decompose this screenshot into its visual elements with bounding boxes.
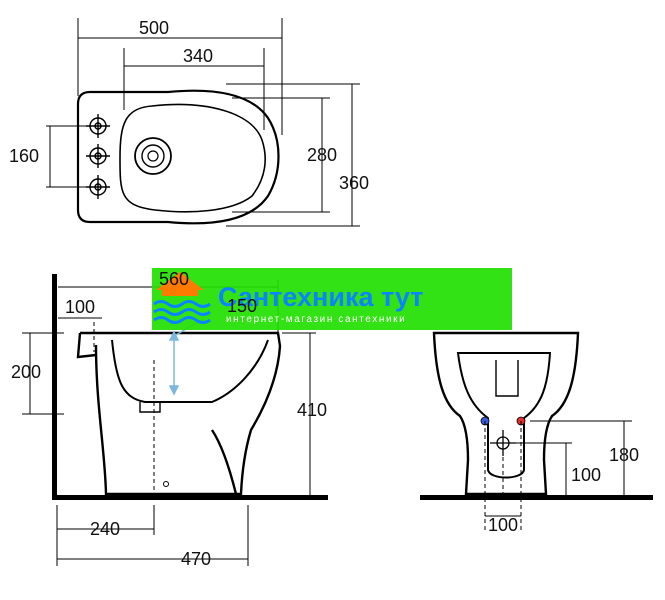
front-center-lines bbox=[484, 421, 522, 530]
brand-subtitle: интернет-магазин сантехники bbox=[226, 314, 406, 325]
supply-connectors bbox=[480, 416, 526, 426]
top-view: 500 340 160 280 360 bbox=[9, 18, 369, 227]
supply-spacing-label: 100 bbox=[488, 515, 518, 535]
rim-offset-label: 100 bbox=[65, 297, 95, 317]
brand-watermark: Сантехника тут интернет-магазин сантехни… bbox=[152, 268, 512, 330]
rim-clearance-label: 150 bbox=[227, 296, 257, 316]
depth-total-label: 360 bbox=[339, 173, 369, 193]
brand-banner-bg bbox=[152, 268, 512, 330]
height-total-label: 410 bbox=[297, 400, 327, 420]
front-view: 180 100 100 bbox=[420, 331, 653, 535]
projection-label: 560 bbox=[159, 269, 189, 289]
bidet-side-outline bbox=[76, 331, 282, 496]
bowl-inner-side bbox=[111, 339, 269, 403]
front-trap-neck bbox=[495, 360, 519, 397]
brand-logo-icon bbox=[153, 272, 211, 324]
bowl-inner-outline bbox=[119, 103, 266, 213]
depth-bowl-label: 280 bbox=[307, 145, 337, 165]
bidet-top-outline bbox=[76, 89, 280, 225]
depth-holes-label: 160 bbox=[9, 146, 39, 166]
wall-height-label: 200 bbox=[11, 362, 41, 382]
brand-title: Сантехника тут bbox=[218, 282, 423, 312]
front-bowl-inner bbox=[456, 352, 552, 479]
tap-holes bbox=[86, 114, 110, 199]
drain-distance-label: 240 bbox=[90, 519, 120, 539]
width-inner-label: 340 bbox=[183, 46, 213, 66]
drain-icon bbox=[134, 137, 172, 175]
fixing-point bbox=[163, 481, 169, 487]
front-dimension-lines bbox=[485, 420, 632, 517]
top-dimension-lines bbox=[46, 18, 360, 227]
trap-inner bbox=[139, 402, 161, 413]
width-total-label: 500 bbox=[139, 18, 169, 38]
supply-height-label: 180 bbox=[609, 445, 639, 465]
side-center-lines bbox=[93, 322, 155, 494]
base-length-label: 470 bbox=[181, 549, 211, 569]
drain-height-label: 100 bbox=[571, 465, 601, 485]
bidet-front-outline bbox=[432, 331, 580, 496]
wall-and-floor bbox=[52, 274, 328, 500]
front-floor bbox=[420, 495, 653, 500]
